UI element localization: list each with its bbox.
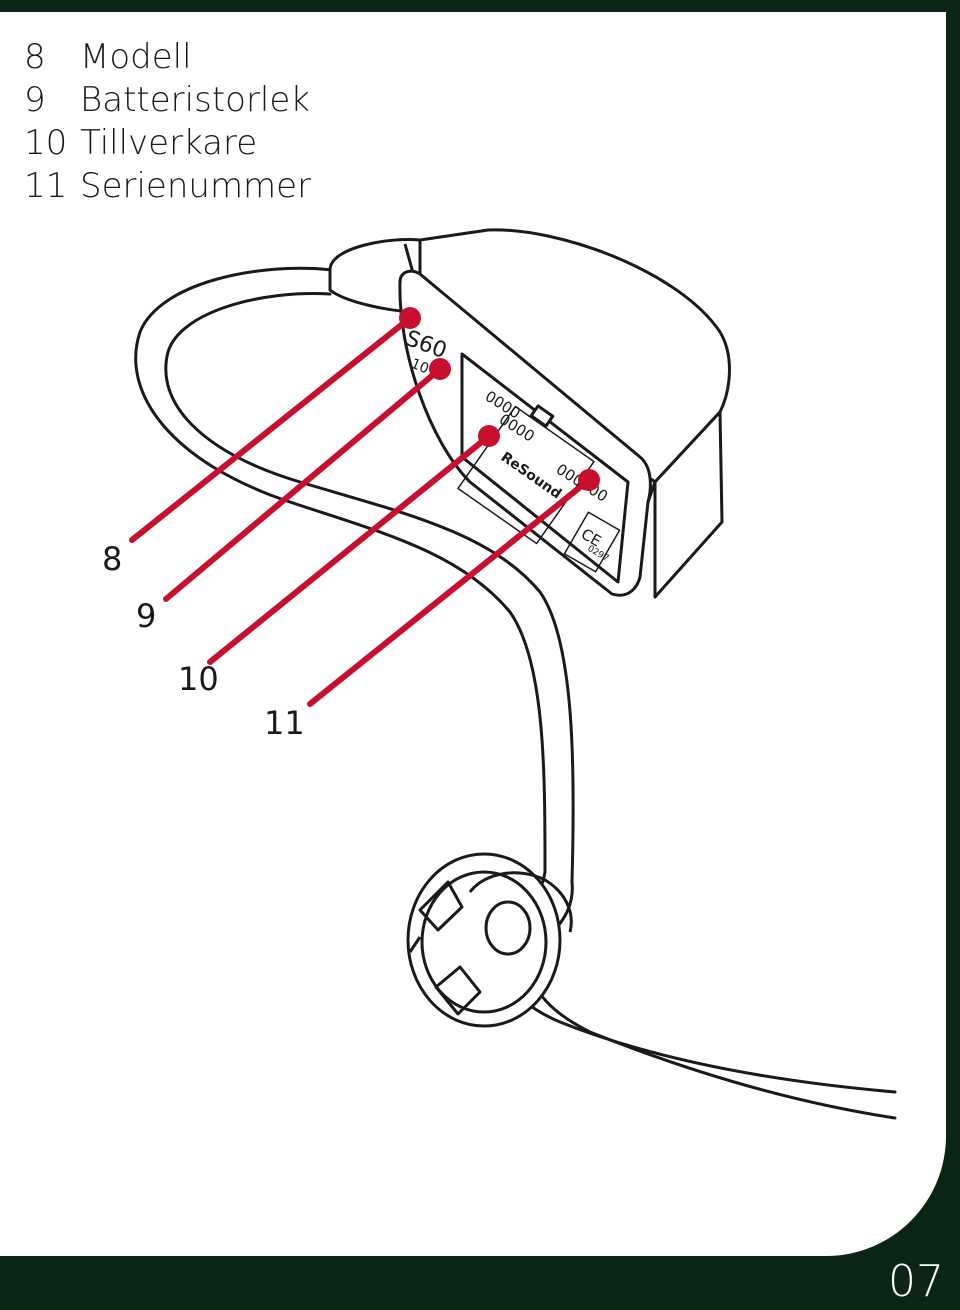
- legend-label: Batteristorlek: [80, 80, 310, 120]
- callout-dot-10: [478, 425, 500, 447]
- callout-dot-8: [399, 307, 421, 329]
- ear-dome: [406, 852, 573, 1028]
- hearing-aid-body: [328, 228, 731, 599]
- callout-dot-11: [578, 469, 600, 491]
- ear-hook: [134, 266, 575, 884]
- legend-item: 11 Serienummer: [24, 165, 311, 208]
- legend-number: 9: [24, 80, 46, 120]
- legend-label: Serienummer: [80, 166, 312, 206]
- callout-line-11: [307, 477, 592, 707]
- legend-item: 9 Batteristorlek: [24, 79, 311, 122]
- legend-label: Modell: [80, 37, 192, 77]
- callout-line-9: [163, 366, 443, 602]
- callout-number-11: 11: [264, 704, 305, 742]
- legend-number: 10: [24, 123, 68, 163]
- legend-number: 8: [24, 37, 46, 77]
- callout-line-10: [207, 433, 492, 665]
- parts-legend: 8 Modell 9 Batteristorlek 10 Tillverkare 11…: [24, 36, 311, 208]
- callout-number-8: 8: [102, 540, 122, 578]
- callout-line-8: [129, 315, 413, 543]
- battery-marking: 10: [409, 356, 432, 378]
- legend-label: Tillverkare: [80, 123, 258, 163]
- page-number: 07: [888, 1256, 944, 1307]
- callout-number-9: 9: [136, 597, 156, 635]
- callout-numbers: 8 9 10 11: [102, 540, 305, 742]
- callout-lines: [129, 315, 592, 707]
- callout-dots: [399, 307, 600, 491]
- legend-item: 10 Tillverkare: [24, 122, 311, 165]
- callout-dot-9: [429, 358, 451, 380]
- page-sheet: 8 Modell 9 Batteristorlek 10 Tillverkare 11…: [0, 12, 946, 1256]
- callout-number-10: 10: [178, 660, 219, 698]
- legend-number: 11: [24, 166, 68, 206]
- legend-item: 8 Modell: [24, 36, 311, 79]
